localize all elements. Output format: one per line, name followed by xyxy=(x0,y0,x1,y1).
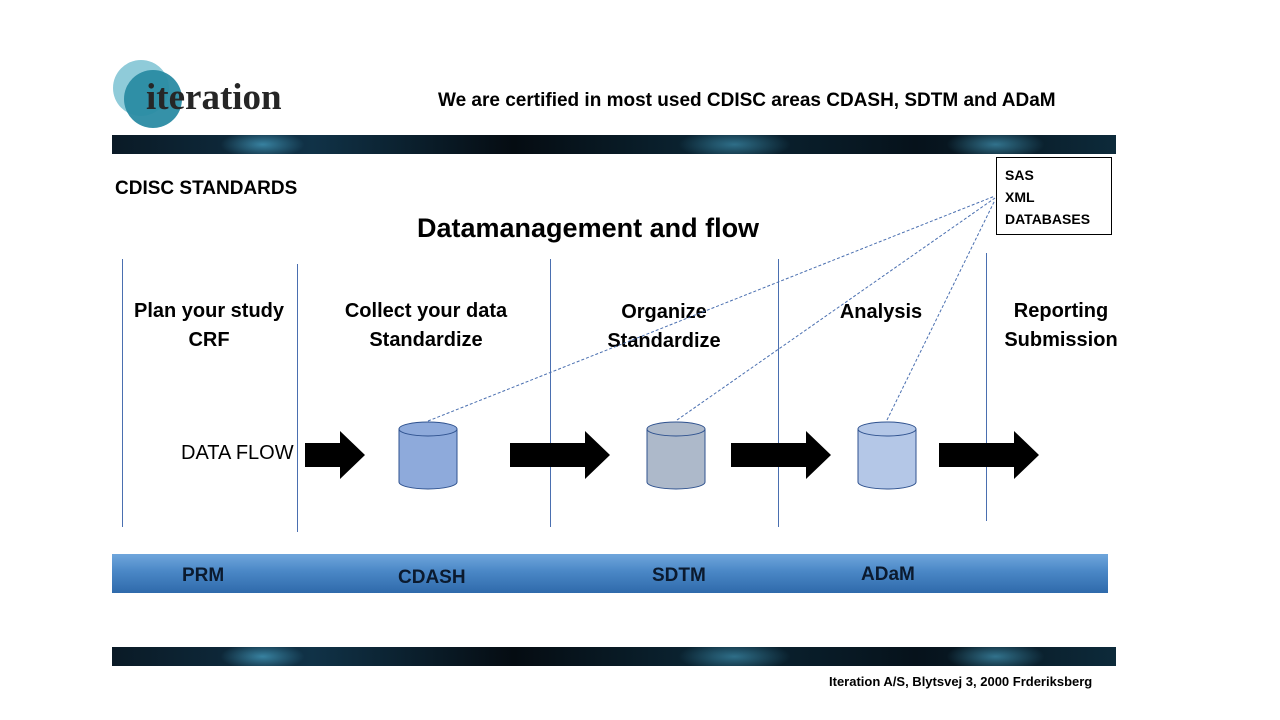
footer-address: Iteration A/S, Blytsvej 3, 2000 Frderiks… xyxy=(829,674,1093,689)
standards-bar xyxy=(112,554,1108,593)
bottom-banner-image xyxy=(112,647,1116,666)
connector-line xyxy=(427,195,996,422)
stage-collect-line1: Collect your data xyxy=(344,300,508,322)
standard-sdtm: SDTM xyxy=(652,565,706,586)
connector-line xyxy=(676,197,996,421)
flow-arrow xyxy=(510,431,610,479)
stage-plan-line2: CRF xyxy=(188,329,230,351)
format-xml: XML xyxy=(1005,189,1035,205)
formats-box: SAS XML DATABASES xyxy=(996,157,1112,235)
logo-text: iteration xyxy=(146,77,282,118)
divider-line xyxy=(778,259,779,527)
logo-circle-dark xyxy=(124,70,182,128)
divider-line xyxy=(297,264,298,532)
diagram-title: Datamanagement and flow xyxy=(417,213,760,243)
database-cylinder-icon xyxy=(857,421,917,490)
stage-plan-line1: Plan your study xyxy=(133,300,285,322)
database-cylinder-icon xyxy=(398,421,458,490)
stage-organize-line1: Organize xyxy=(621,301,707,323)
stage-reporting-line1: Reporting xyxy=(1013,300,1109,322)
stage-reporting-line2: Submission xyxy=(1004,329,1118,351)
format-databases: DATABASES xyxy=(1005,211,1091,227)
stage-reporting: Reporting Submission xyxy=(994,297,1128,355)
flow-arrow xyxy=(731,431,831,479)
stage-organize-line2: Standardize xyxy=(607,330,721,352)
standard-cdash: CDASH xyxy=(398,567,466,588)
stage-organize: Organize Standardize xyxy=(584,298,744,356)
divider-line xyxy=(550,259,551,527)
database-cylinder-icon xyxy=(646,421,706,490)
stage-plan: Plan your study CRF xyxy=(126,297,292,355)
standard-adam: ADaM xyxy=(861,564,915,585)
section-label: CDISC STANDARDS xyxy=(115,178,298,199)
flow-arrow xyxy=(305,431,365,479)
stage-analysis: Analysis xyxy=(820,298,942,327)
dashed-connectors xyxy=(427,195,996,422)
top-banner-image xyxy=(112,135,1116,154)
headline: We are certified in most used CDISC area… xyxy=(438,90,1056,111)
divider-line xyxy=(986,253,987,521)
standard-prm: PRM xyxy=(182,565,225,586)
data-flow-label: DATA FLOW xyxy=(181,442,294,464)
format-sas: SAS xyxy=(1005,167,1034,183)
flow-arrow xyxy=(939,431,1039,479)
connector-line xyxy=(886,199,996,421)
divider-line xyxy=(122,259,123,527)
stage-analysis-line1: Analysis xyxy=(839,301,923,323)
stage-collect: Collect your data Standardize xyxy=(330,297,522,355)
stage-collect-line2: Standardize xyxy=(369,329,483,351)
